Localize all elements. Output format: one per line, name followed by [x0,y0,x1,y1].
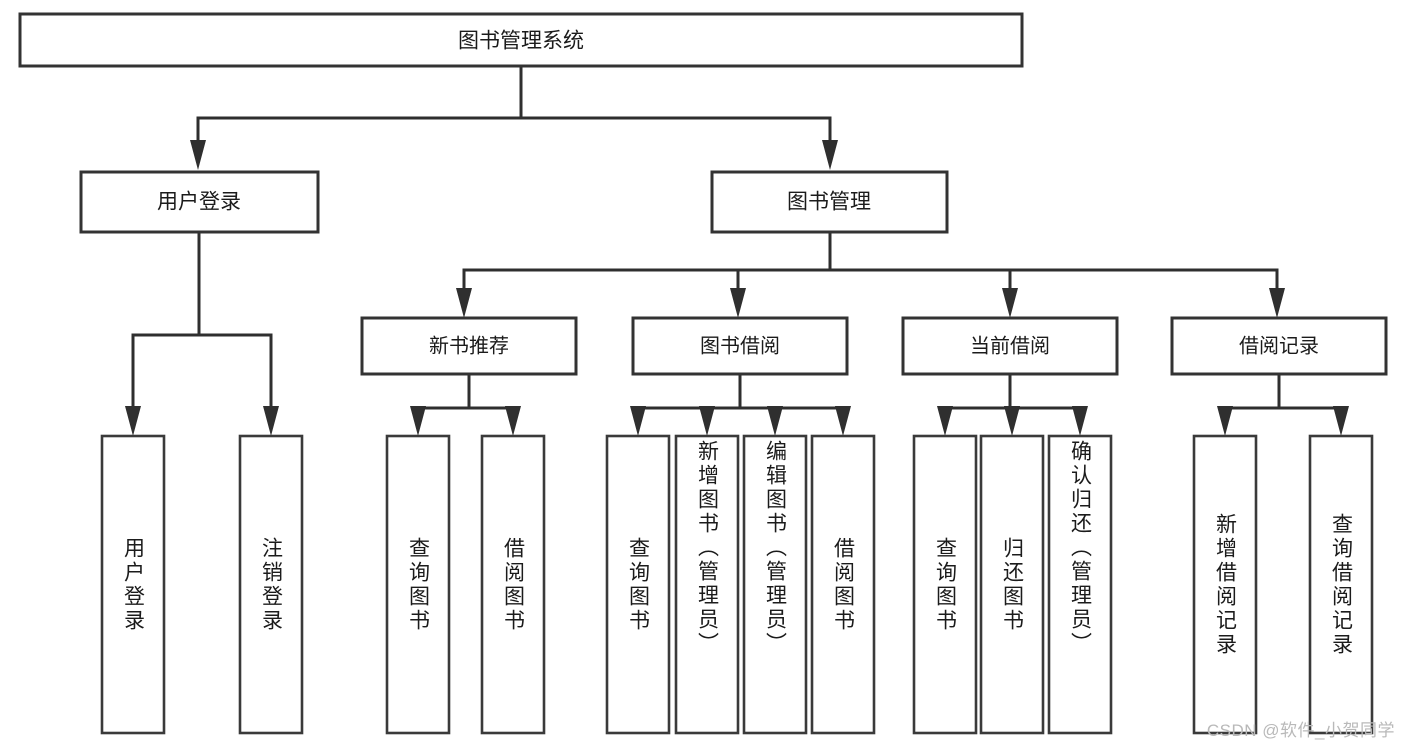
leaf-box-user-login-2[interactable] [238,434,304,735]
node-new-book-recommend-box[interactable] [360,316,578,376]
node-book-management-box[interactable] [710,170,949,234]
node-book-borrow-label: 图书借阅 [700,334,780,357]
node-book-management-label: 图书管理 [787,191,871,214]
node-book-borrow-box[interactable] [631,316,849,376]
leaf-box-borrow-record-2[interactable] [1308,434,1374,735]
leaf-box-new-book-1[interactable] [385,434,451,735]
connector-root-to-level1 [190,64,838,170]
node-borrow-record-label: 借阅记录 [1239,334,1319,357]
leaf-box-current-borrow-1[interactable] [912,434,978,735]
node-current-borrow-box[interactable] [901,316,1119,376]
leaf-box-book-borrow-3[interactable] [742,434,808,735]
node-new-book-recommend-label: 新书推荐 [429,334,509,357]
connector-userlogin-to-leaves [125,230,279,436]
connector-bookborrow-to-leaves [630,372,851,436]
node-user-login-label: 用户登录 [157,191,241,214]
leaf-box-new-book-2[interactable] [480,434,546,735]
node-root-label: 图书管理系统 [458,30,584,53]
leaf-box-book-borrow-2[interactable] [674,434,740,735]
node-current-borrow-label: 当前借阅 [970,334,1050,357]
connector-currentborrow-to-leaves [937,372,1088,436]
leaf-box-current-borrow-3[interactable] [1047,434,1113,735]
leaf-box-book-borrow-1[interactable] [605,434,671,735]
node-user-login-box[interactable] [79,170,320,234]
leaf-box-current-borrow-2[interactable] [979,434,1045,735]
watermark-text: CSDN @软件_小贺同学 [1206,721,1395,740]
leaf-box-user-login-1[interactable] [100,434,166,735]
leaf-box-book-borrow-4[interactable] [810,434,876,735]
node-borrow-record-box[interactable] [1170,316,1388,376]
connector-bookmgmt-to-level2 [456,230,1285,318]
node-root-box[interactable] [18,12,1024,68]
connector-newbook-to-leaves [410,372,521,436]
connector-borrowrecord-to-leaves [1217,372,1349,436]
leaf-box-borrow-record-1[interactable] [1192,434,1258,735]
